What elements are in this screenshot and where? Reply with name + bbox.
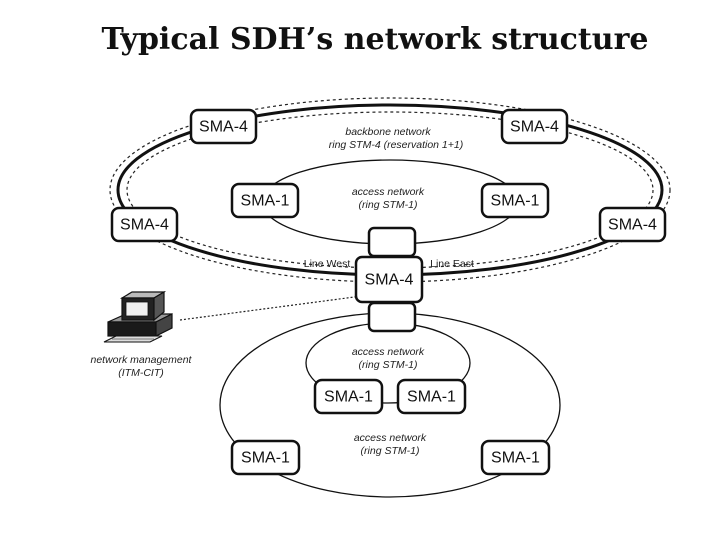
line-east-label: Line East bbox=[430, 258, 474, 270]
sma4-top-right-label: SMA-4 bbox=[510, 119, 559, 136]
sma4-right-label: SMA-4 bbox=[608, 217, 657, 234]
access-mid-label-line1: access network bbox=[352, 346, 425, 358]
page-title: Typical SDH’s network structure bbox=[101, 22, 649, 57]
computer-icon[interactable] bbox=[103, 290, 173, 343]
sma4-right-node[interactable]: SMA-4 bbox=[598, 206, 667, 243]
backbone-label-line2: ring STM-4 (reservation 1+1) bbox=[329, 139, 464, 151]
sma1-upper-left-node[interactable]: SMA-1 bbox=[230, 182, 300, 219]
sma4-center-label: SMA-4 bbox=[365, 272, 414, 289]
sma1-mid-right-label: SMA-1 bbox=[407, 389, 456, 406]
backbone-ring-inner-dashed bbox=[126, 111, 654, 269]
management-label-line2: (ITM-CIT) bbox=[118, 367, 163, 379]
sma1-bottom-left-label: SMA-1 bbox=[241, 450, 290, 467]
sma4-top-left-label: SMA-4 bbox=[199, 119, 248, 136]
access-bot-label-line1: access network bbox=[354, 432, 427, 444]
sma1-bottom-right-node[interactable]: SMA-1 bbox=[480, 439, 551, 476]
sma1-mid-right-node[interactable]: SMA-1 bbox=[396, 378, 467, 415]
sma1-bottom-right-label: SMA-1 bbox=[491, 450, 540, 467]
management-link bbox=[179, 295, 363, 321]
sma4-top-right-node[interactable]: SMA-4 bbox=[500, 108, 569, 145]
sma4-left-label: SMA-4 bbox=[120, 217, 169, 234]
access-top-label-line2: (ring STM-1) bbox=[359, 199, 418, 211]
sma1-upper-right-label: SMA-1 bbox=[491, 193, 540, 210]
sma4-center-node[interactable]: SMA-4 bbox=[354, 226, 424, 333]
line-west-label: Line West bbox=[304, 258, 351, 270]
access-mid-label-line2: (ring STM-1) bbox=[359, 359, 418, 371]
backbone-label-line1: backbone network bbox=[345, 126, 431, 138]
access-top-label-line1: access network bbox=[352, 186, 425, 198]
sma4-top-left-node[interactable]: SMA-4 bbox=[189, 108, 258, 145]
sma4-left-node[interactable]: SMA-4 bbox=[110, 206, 179, 243]
sma1-mid-left-label: SMA-1 bbox=[324, 389, 373, 406]
sma1-mid-left-node[interactable]: SMA-1 bbox=[313, 378, 384, 415]
management-label-line1: network management bbox=[91, 354, 193, 366]
sma1-upper-left-label: SMA-1 bbox=[241, 193, 290, 210]
sma1-upper-right-node[interactable]: SMA-1 bbox=[480, 182, 550, 219]
backbone-ring-outer-dashed bbox=[109, 97, 671, 283]
sma1-bottom-left-node[interactable]: SMA-1 bbox=[230, 439, 301, 476]
access-bot-label-line2: (ring STM-1) bbox=[361, 445, 420, 457]
